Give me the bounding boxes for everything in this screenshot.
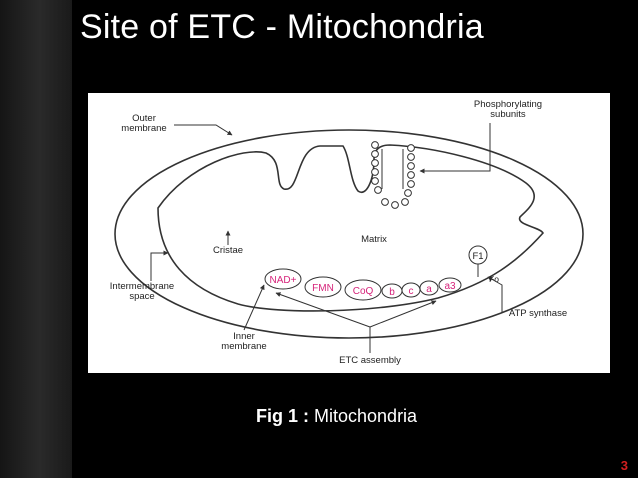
phosphorylating-subunits [371, 141, 415, 209]
etc-arrow [369, 300, 437, 328]
complex-nad [264, 268, 302, 290]
phosphorylating-arrow [419, 123, 491, 174]
phosphorylating-label: Phosphorylating [474, 99, 542, 110]
etc-arrow [275, 292, 371, 328]
inner-membrane-arrow [243, 284, 265, 331]
intermembrane-label: Intermembrane [110, 281, 174, 292]
complex-a-label: a [426, 284, 432, 295]
mitochondria-diagram: Outer membrane Phosphorylating subunits … [88, 93, 610, 373]
atp-synthase: F1 Fo [468, 245, 499, 284]
intermembrane-arrow [150, 250, 169, 281]
complex-coq [344, 279, 382, 301]
complex-nad-label: NAD+ [270, 275, 297, 286]
etc-complexes: NAD+ FMN CoQ b c a a3 [264, 268, 462, 301]
complex-fmn-label: FMN [312, 283, 334, 294]
caption-text: Mitochondria [314, 406, 418, 426]
slide-title: Site of ETC - Mitochondria [80, 8, 484, 46]
inner-membrane [157, 144, 544, 312]
atp-synthase-label: ATP synthase [509, 308, 567, 319]
matrix-label: Matrix [361, 234, 387, 245]
inner-membrane-label: Inner [233, 331, 255, 342]
cristae-label: Cristae [213, 245, 243, 256]
caption-label: Fig 1 : [256, 406, 309, 426]
outer-membrane [114, 129, 584, 339]
complex-a3-label: a3 [444, 281, 456, 292]
complex-fmn [304, 276, 342, 298]
complex-c-label: c [409, 286, 414, 297]
figure-caption: Fig 1 : Mitochondria [256, 406, 417, 427]
page-number: 3 [620, 458, 628, 473]
outer-membrane-label: Outer [132, 113, 156, 124]
outer-membrane-arrow [174, 124, 233, 136]
etc-assembly-label: ETC assembly [339, 355, 401, 366]
fo-label: Fo [489, 274, 499, 284]
outer-membrane-label: membrane [121, 123, 166, 134]
left-decorative-band [0, 0, 72, 478]
inner-membrane-label: membrane [221, 341, 266, 352]
intermembrane-label: space [129, 291, 154, 302]
complex-coq-label: CoQ [353, 286, 374, 297]
complex-b-label: b [389, 287, 395, 298]
atp-synthase-arrow [487, 276, 503, 312]
complex-a [419, 280, 439, 296]
phosphorylating-label: subunits [490, 109, 526, 120]
f1-label: F1 [472, 251, 483, 262]
complex-a3 [438, 277, 462, 293]
